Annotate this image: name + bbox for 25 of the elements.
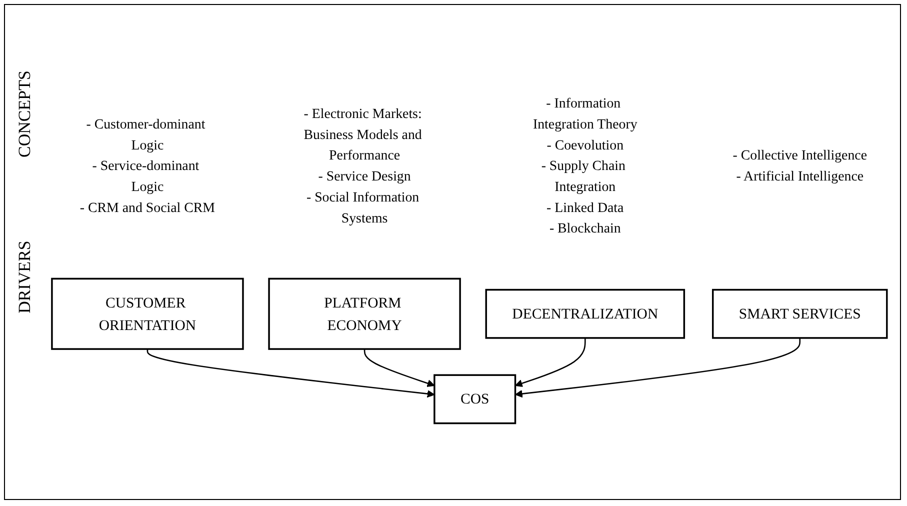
node-label: - Artificial Intelligence [736,169,864,184]
row-label: CONCEPTS [15,70,35,158]
arrow [514,338,586,387]
node-box [712,288,888,339]
node-label: - Collective Intelligence [732,148,868,164]
flowchart: - Customer-dominant Logic - Service-dominant Logic - CRM and Social CRM - Electronic Markets: Business Models and Performance - Service Design - Social Information Systems - Information Integration Theory - Coevolution - Supply Chain Integration - Linked Data - Blockchain - Collective Intelligence - Artificial Intelligence CUSTOMER ORIENTATION PLATFORM ECONOMY DECENTRALIZATION SMART SERVICES COS [45,5,900,499]
node-label: - Electronic Markets: Business Models and Performance [304,106,422,164]
node-box [268,278,461,350]
node-box [485,288,686,339]
node-label: - CRM and Social CRM [80,200,215,216]
row-label: DRIVERS [15,240,35,314]
node-label: - Service Design [318,169,411,184]
node-label: - Service-dominant Logic [92,158,200,194]
node-label: - Coevolution [546,138,624,153]
arrow [146,349,435,398]
node-label: - Linked Data [546,200,624,216]
node-label: - Customer-dominant Logic [86,117,206,153]
arrow [364,349,435,387]
arrow [514,338,801,398]
node-label: - Supply Chain Integration [541,158,626,194]
node-label: - Information Integration Theory [532,96,638,132]
node-label: - Blockchain [549,221,621,236]
node-box [51,278,244,350]
node-box [434,374,516,424]
node-label: - Social Information Systems [306,190,420,226]
